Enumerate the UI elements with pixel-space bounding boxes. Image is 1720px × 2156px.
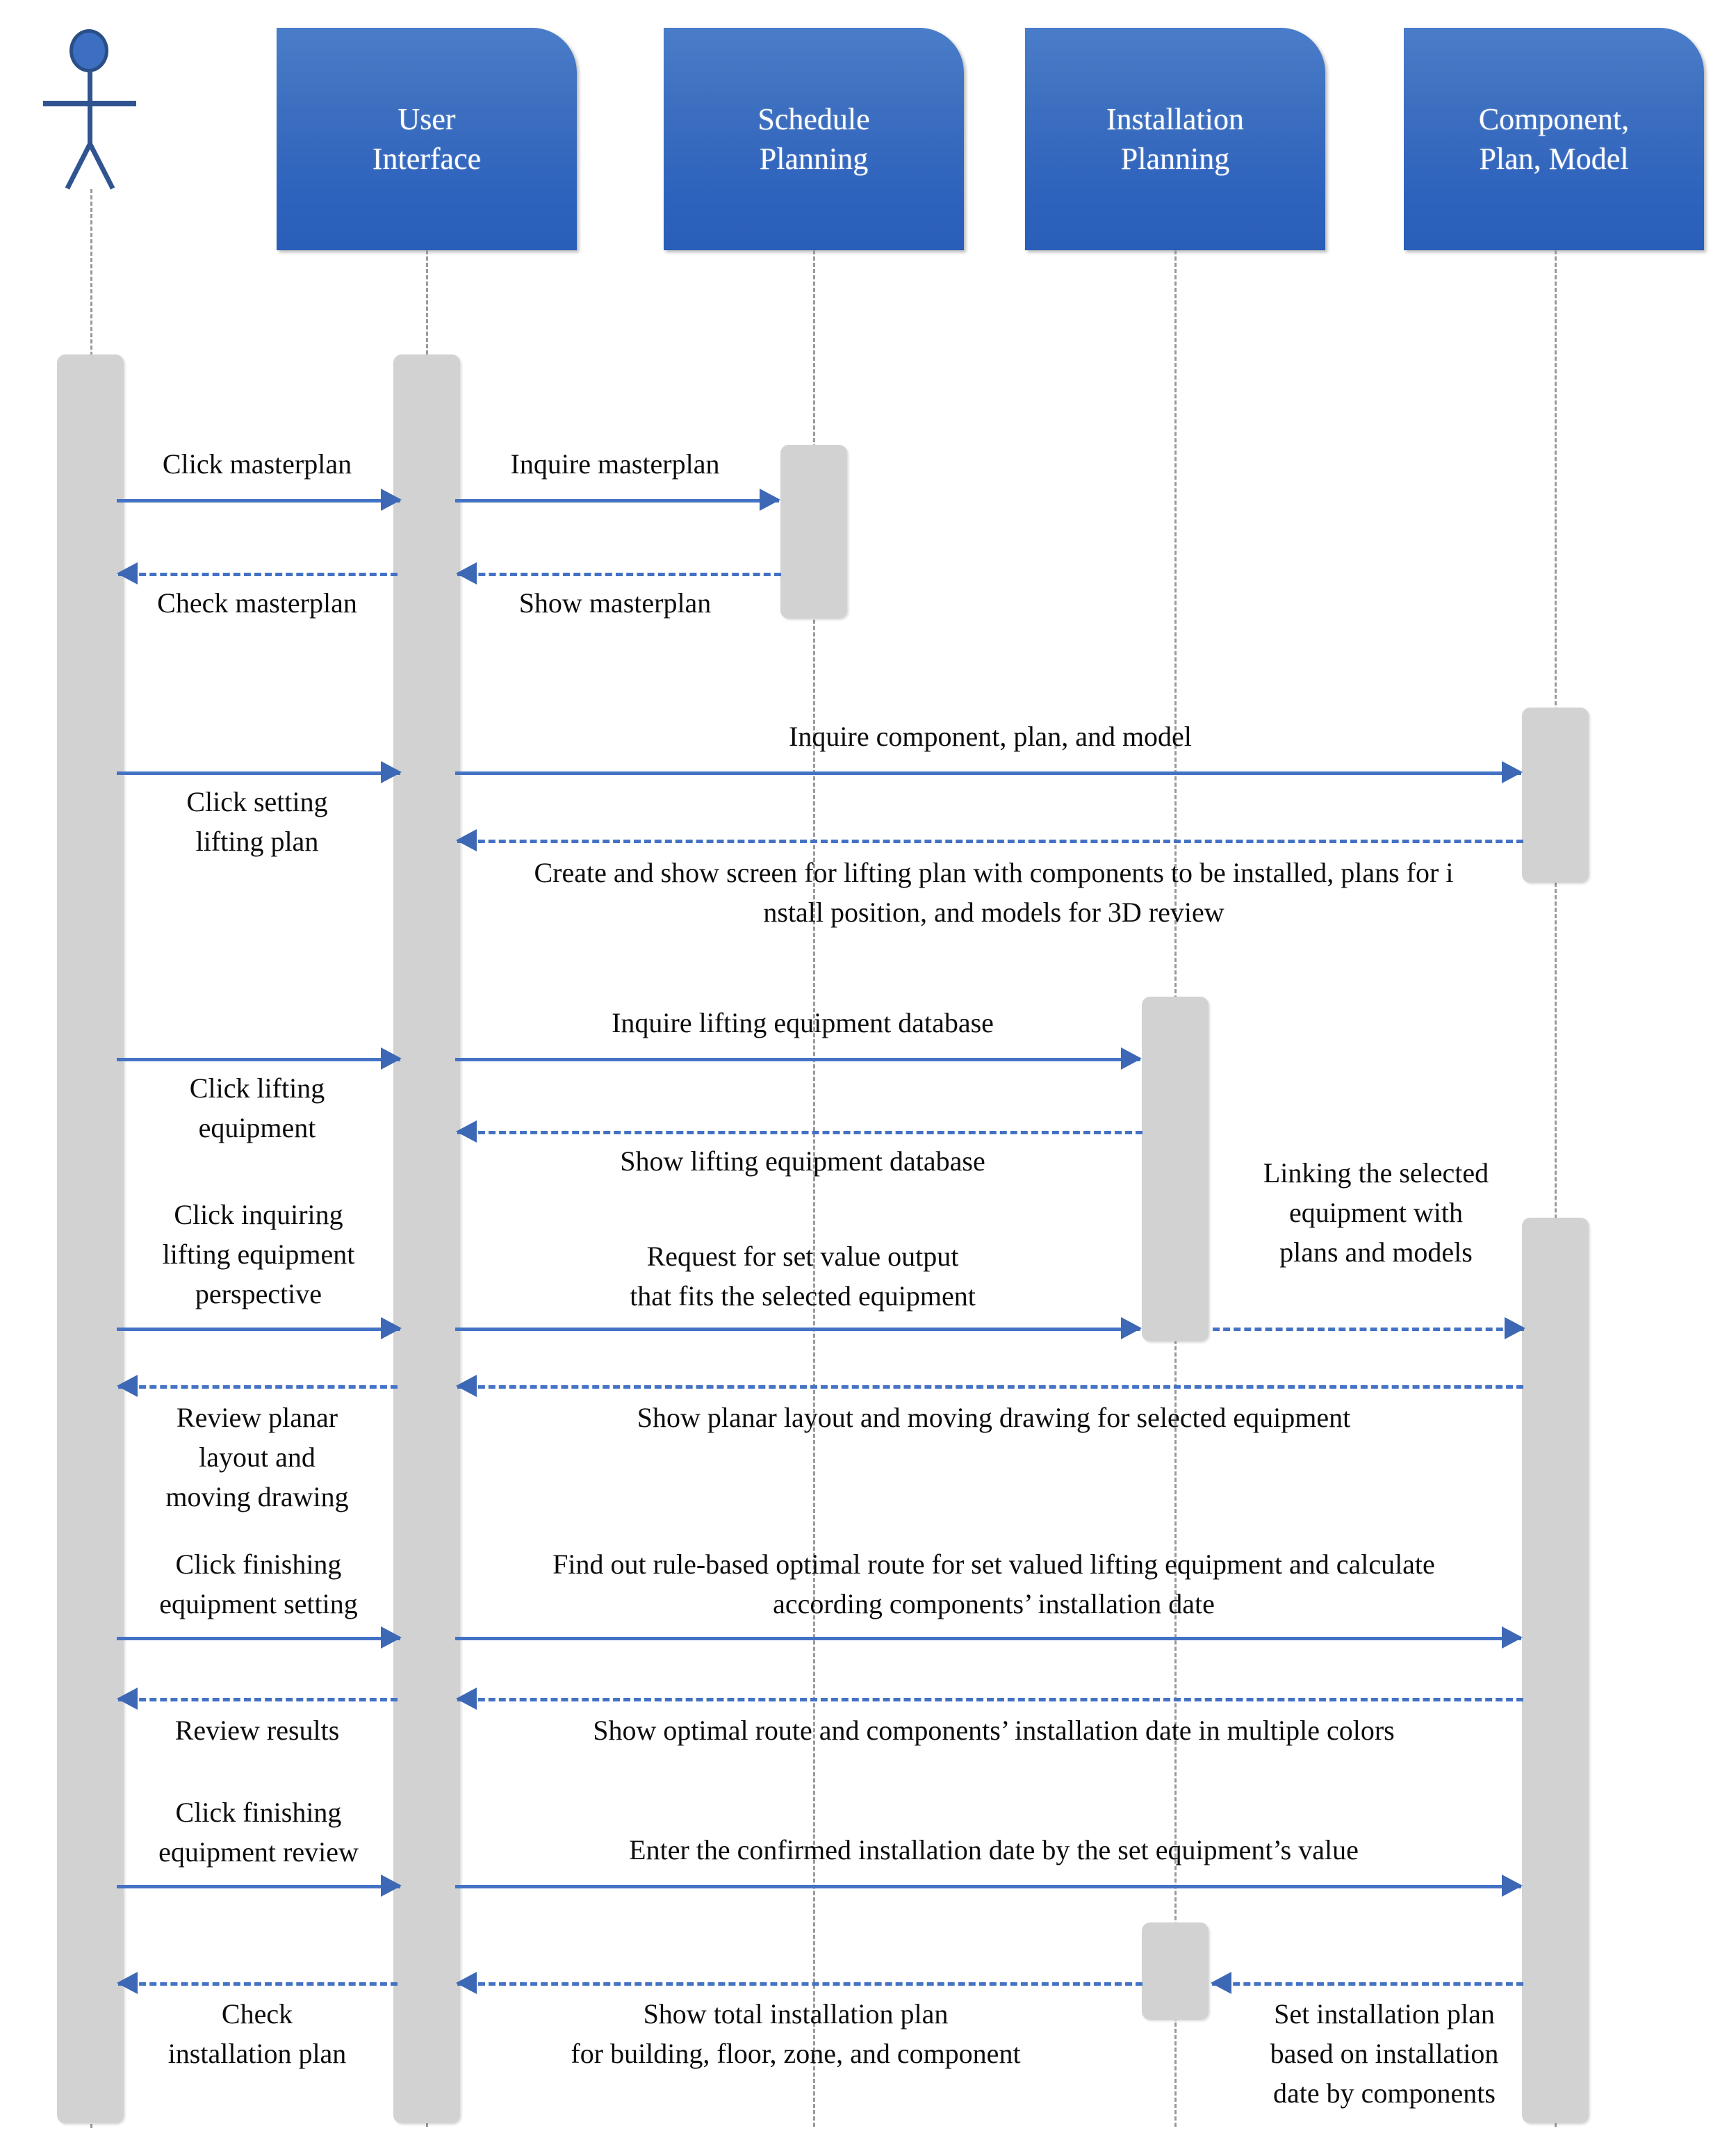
message-line — [117, 1637, 400, 1640]
participant-label-line1: Component, — [1478, 101, 1630, 136]
arrow-head-icon — [117, 1688, 138, 1710]
participant-installation-planning[interactable]: Installation Planning — [1025, 28, 1325, 250]
actor-leg-right — [88, 142, 115, 190]
message-label-m05: Inquire component, plan, and model — [789, 721, 1192, 752]
arrow-head-icon — [117, 562, 138, 585]
actor-arms — [43, 101, 136, 106]
participant-label-line2: Interface — [372, 142, 482, 176]
lifeline-component — [1555, 250, 1557, 2127]
message-label-m02: Inquire masterplan — [510, 448, 720, 480]
lifeline-schedule — [813, 250, 815, 2127]
message-line — [457, 573, 781, 576]
message-line — [457, 1982, 1142, 1986]
message-line — [1213, 1328, 1524, 1331]
actor-leg-left — [65, 142, 92, 190]
participant-label-line1: Installation — [1106, 101, 1244, 136]
message-label-m16: Click finishing equipment setting — [159, 1549, 358, 1619]
participant-component-plan-model[interactable]: Component, Plan, Model — [1404, 28, 1704, 250]
message-line — [1212, 1982, 1523, 1986]
activation-install-1 — [1142, 997, 1209, 1341]
arrow-head-icon — [117, 1972, 138, 1994]
message-line — [455, 1328, 1140, 1331]
participant-label-line2: Planning — [759, 142, 869, 176]
message-label-m10: Show lifting equipment database — [620, 1145, 985, 1177]
message-label-m23: Show total installation plan for buildin… — [571, 1998, 1021, 2069]
arrow-head-icon — [456, 1972, 477, 1994]
participant-label-line1: User — [398, 101, 456, 136]
message-label-m24: Set installation plan based on installat… — [1270, 1998, 1499, 2109]
arrow-head-icon — [381, 1317, 402, 1339]
message-label-m03: Check masterplan — [157, 587, 357, 619]
activation-component-1 — [1522, 708, 1589, 883]
arrow-head-icon — [1121, 1047, 1142, 1070]
arrow-head-icon — [117, 1375, 138, 1397]
arrow-head-icon — [456, 562, 477, 585]
activation-schedule — [780, 445, 847, 619]
message-line — [457, 1698, 1523, 1701]
participant-user-interface[interactable]: User Interface — [277, 28, 577, 250]
message-label-m21: Enter the confirmed installation date by… — [629, 1834, 1359, 1865]
activation-component-2 — [1522, 1218, 1589, 2123]
arrow-head-icon — [456, 1688, 477, 1710]
message-label-m09: Click lifting equipment — [189, 1072, 325, 1143]
participant-label-line1: Schedule — [757, 101, 870, 136]
participant-schedule-planning[interactable]: Schedule Planning — [664, 28, 964, 250]
message-label-m01: Click masterplan — [162, 448, 352, 480]
message-label-m20: Click finishing equipment review — [158, 1797, 359, 1868]
message-label-m18: Review results — [174, 1715, 340, 1746]
actor-head-icon — [69, 29, 108, 72]
message-label-m13: Request for set value output that fits t… — [630, 1241, 976, 1312]
message-label-m06: Click setting lifting plan — [186, 786, 328, 857]
actor-stick-figure — [43, 29, 136, 190]
activation-install-2 — [1142, 1922, 1209, 2020]
message-label-m08: Inquire lifting equipment database — [612, 1007, 994, 1038]
arrow-head-icon — [1121, 1317, 1142, 1339]
arrow-head-icon — [1502, 761, 1523, 783]
message-label-m12: Click inquiring lifting equipment perspe… — [162, 1199, 355, 1309]
arrow-head-icon — [381, 1047, 402, 1070]
message-line — [117, 1328, 400, 1331]
arrow-head-icon — [1502, 1875, 1523, 1897]
arrow-head-icon — [456, 829, 477, 851]
message-line — [118, 1982, 398, 1986]
participant-label-line2: Planning — [1120, 142, 1230, 176]
message-label-m17: Find out rule-based optimal route for se… — [552, 1549, 1435, 1619]
message-label-m19: Show optimal route and components’ insta… — [593, 1715, 1395, 1746]
message-label-m11: Linking the selected equipment with plan… — [1263, 1157, 1489, 1268]
message-line — [457, 840, 1523, 843]
message-label-m07: Create and show screen for lifting plan … — [534, 857, 1454, 928]
arrow-head-icon — [381, 489, 402, 511]
message-line — [455, 1885, 1521, 1888]
message-label-m15: Show planar layout and moving drawing fo… — [637, 1402, 1351, 1433]
message-line — [117, 499, 400, 503]
message-line — [455, 499, 779, 503]
arrow-head-icon — [381, 761, 402, 783]
arrow-head-icon — [381, 1875, 402, 1897]
message-label-m04: Show masterplan — [518, 587, 712, 619]
arrow-head-icon — [1211, 1972, 1231, 1994]
message-line — [117, 1885, 400, 1888]
message-line — [117, 771, 400, 775]
message-line — [455, 1637, 1521, 1640]
message-line — [118, 1385, 398, 1389]
arrow-head-icon — [1502, 1626, 1523, 1649]
arrow-head-icon — [456, 1120, 477, 1143]
message-line — [457, 1131, 1142, 1134]
message-line — [455, 1058, 1140, 1061]
arrow-head-icon — [1505, 1317, 1525, 1339]
message-label-m22: Check installation plan — [167, 1998, 347, 2069]
activation-ui — [393, 354, 460, 2123]
actor-torso — [88, 71, 92, 147]
message-label-m14: Review planar layout and moving drawing — [165, 1402, 349, 1512]
message-line — [457, 1385, 1523, 1389]
activation-actor — [57, 354, 124, 2123]
participant-label-line2: Plan, Model — [1479, 142, 1629, 176]
arrow-head-icon — [381, 1626, 402, 1649]
arrow-head-icon — [456, 1375, 477, 1397]
message-line — [117, 1058, 400, 1061]
arrow-head-icon — [760, 489, 780, 511]
message-line — [455, 771, 1521, 775]
message-line — [118, 573, 398, 576]
message-line — [118, 1698, 398, 1701]
